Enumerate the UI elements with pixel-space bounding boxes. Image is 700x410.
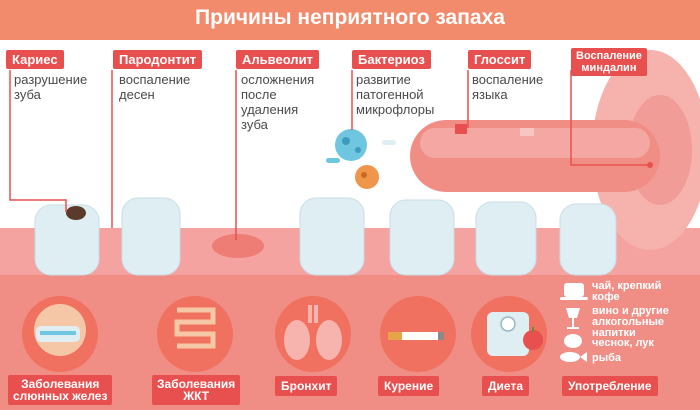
consumption-tea-coffee: чай, крепкий кофе xyxy=(592,280,662,303)
page-title: Причины неприятного запаха xyxy=(195,6,505,29)
cause-label-tonsillitis: Воспаление миндалин xyxy=(571,48,647,76)
face-icon xyxy=(34,304,86,356)
cause-desc-bacteriosis: развитие патогенной микрофлоры xyxy=(356,72,435,117)
cause-desc-glossitis: воспаление языка xyxy=(472,72,544,102)
bottom-label-diet: Диета xyxy=(482,376,529,396)
cause-label-alveolitis: Альвеолит xyxy=(236,50,319,69)
cigarette-icon xyxy=(388,332,444,340)
bottom-label-consumption: Употребление xyxy=(562,376,658,396)
apple-icon xyxy=(523,327,543,350)
scale-icon xyxy=(487,312,529,356)
intestine-icon xyxy=(174,307,216,349)
bottom-label-salivary: Заболевания слюнных желез xyxy=(8,375,113,405)
cup-icon xyxy=(560,283,588,300)
lungs-icon xyxy=(284,305,342,360)
title-band xyxy=(0,0,700,40)
cause-desc-alveolitis: осложнения после удаления зуба xyxy=(241,72,315,132)
cause-label-caries: Кариес xyxy=(6,50,64,69)
tongue-icon xyxy=(410,120,660,192)
bottom-label-bronchitis: Бронхит xyxy=(275,376,338,396)
cause-label-bacteriosis: Бактериоз xyxy=(352,50,431,69)
cause-desc-caries: разрушение зуба xyxy=(14,72,88,102)
fish-icon xyxy=(560,352,587,362)
bottom-label-smoking: Курение xyxy=(378,376,440,396)
cause-label-glossitis: Глоссит xyxy=(468,50,532,69)
consumption-garlic-onion: чеснок, лук xyxy=(592,337,654,349)
cause-label-periodontitis: Пародонтит xyxy=(113,50,203,69)
bacteria-icon xyxy=(326,129,396,189)
consumption-wine: вино и другие алкогольные напитки xyxy=(592,305,669,339)
consumption-fish: рыба xyxy=(592,352,622,364)
cause-desc-periodontitis: воспаление десен xyxy=(119,72,191,102)
teeth-icon xyxy=(34,197,617,276)
callout-lines xyxy=(9,70,650,240)
wine-glass-icon xyxy=(566,308,580,329)
garlic-icon xyxy=(564,334,582,348)
bottom-label-gastro: Заболевания ЖКТ xyxy=(152,375,241,405)
